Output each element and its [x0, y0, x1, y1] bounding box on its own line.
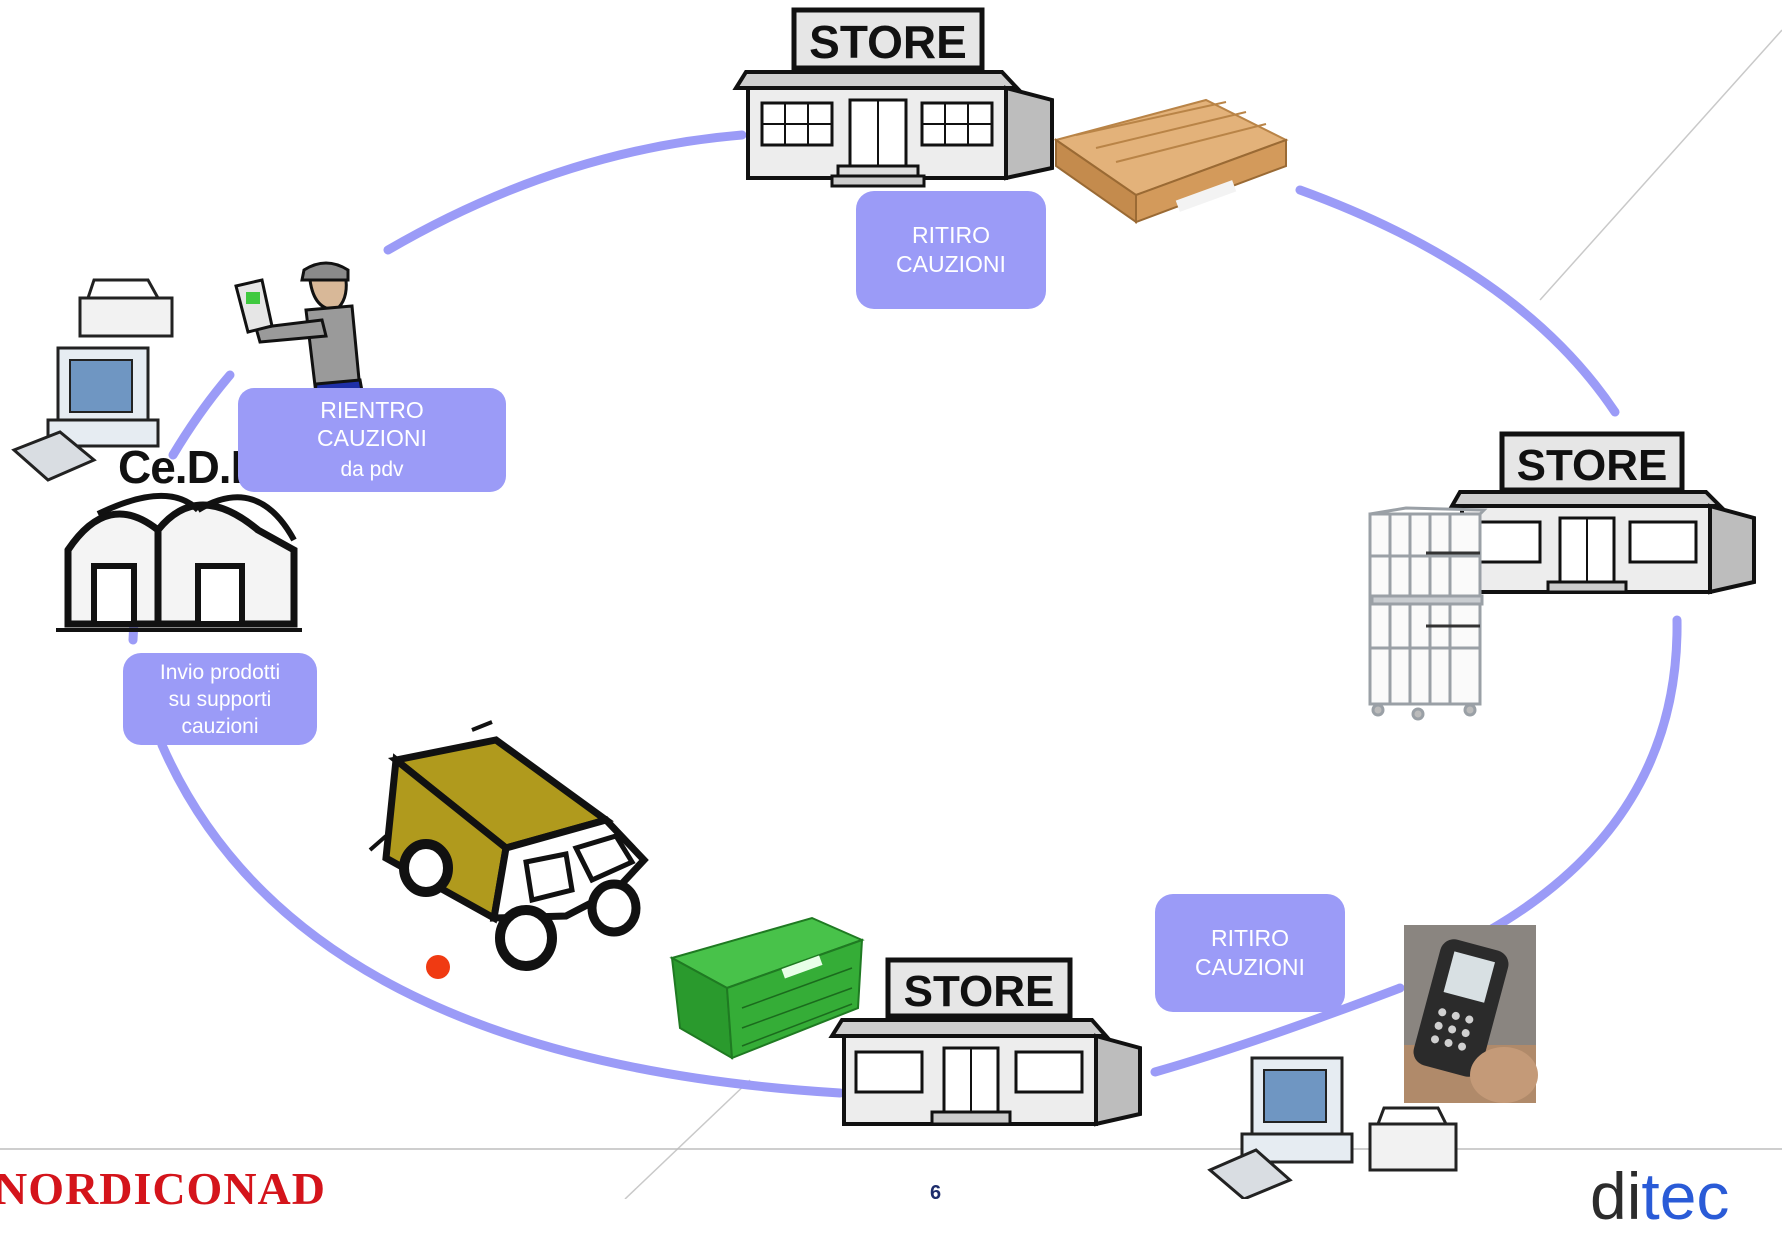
box-line: cauzioni: [181, 713, 258, 740]
red-marker-dot: [426, 955, 450, 979]
wooden-pallet-image: [1056, 100, 1286, 222]
box-line: RITIRO: [1211, 924, 1289, 953]
box-line: Invio prodotti: [160, 659, 280, 686]
box-line: RIENTRO: [320, 396, 424, 424]
store-building-right: STORE: [1452, 434, 1754, 592]
box-line: su supporti: [169, 686, 272, 713]
ritiro-cauzioni-top-box: RITIRO CAUZIONI: [856, 191, 1046, 309]
box-line: RITIRO: [912, 221, 990, 250]
page-number: 6: [930, 1182, 941, 1205]
store-sign-text: STORE: [1517, 441, 1668, 490]
box-line: da pdv: [340, 456, 403, 484]
handheld-terminal-image: [1404, 925, 1538, 1103]
roll-cage-container-image: [1370, 508, 1484, 719]
invio-prodotti-box: Invio prodotti su supporti cauzioni: [123, 653, 317, 745]
cedi-label: Ce.D.I: [118, 440, 242, 494]
cycle-arc: [388, 135, 742, 250]
worker-with-scanner-image: [236, 263, 364, 402]
box-line: CAUZIONI: [1195, 953, 1305, 982]
rientro-cauzioni-box: RIENTRO CAUZIONI da pdv: [238, 388, 506, 492]
ritiro-cauzioni-bottom-box: RITIRO CAUZIONI: [1155, 894, 1345, 1012]
ditec-logo-part: di: [1590, 1159, 1641, 1233]
cycle-arc: [1490, 620, 1677, 930]
store-building-bottom: STORE: [832, 960, 1140, 1124]
ditec-logo-part: tec: [1641, 1159, 1729, 1233]
slide-decor-line: [625, 1080, 750, 1199]
warehouse-image: [56, 496, 302, 630]
slide-decor-line: [1540, 30, 1782, 300]
box-line: CAUZIONI: [896, 250, 1006, 279]
box-line: CAUZIONI: [317, 424, 427, 452]
store-building-top: STORE: [736, 10, 1052, 186]
delivery-truck-image: [370, 722, 644, 966]
ditec-logo: ditec: [1590, 1158, 1729, 1234]
store-sign-text: STORE: [904, 967, 1055, 1016]
deposit-cycle-diagram: STORE STORE: [0, 0, 1782, 1199]
cycle-arc: [1300, 190, 1615, 412]
nordiconad-logo: NORDICONAD: [0, 1162, 326, 1215]
store-sign-text: STORE: [809, 16, 967, 68]
